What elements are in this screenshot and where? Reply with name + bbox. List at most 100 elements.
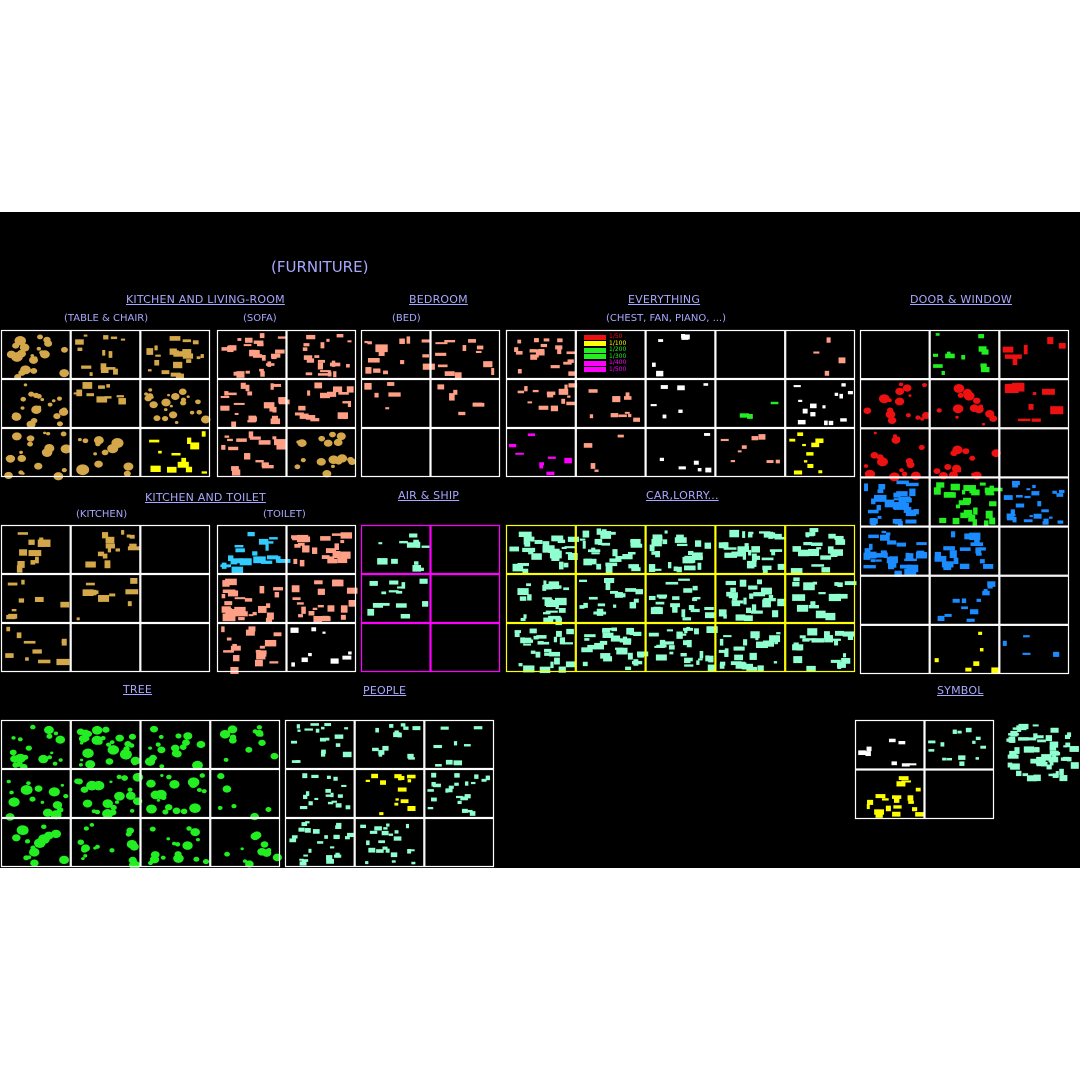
cell-frame xyxy=(140,427,211,478)
cad-symbol xyxy=(723,547,737,550)
cad-symbol xyxy=(23,383,28,387)
cad-symbol xyxy=(527,401,533,404)
cad-symbol xyxy=(109,740,115,745)
cad-symbol xyxy=(957,730,962,734)
cad-symbol xyxy=(663,641,675,645)
cad-symbol xyxy=(915,787,921,792)
cad-symbol xyxy=(724,552,738,558)
cad-symbol xyxy=(1016,725,1027,731)
cad-symbol xyxy=(102,726,110,733)
cad-symbol xyxy=(662,414,667,419)
cad-symbol xyxy=(916,542,927,546)
cad-symbol xyxy=(185,466,193,473)
scale-legend-row: 1/50 xyxy=(584,334,646,341)
cad-symbol xyxy=(884,552,888,558)
cad-symbol xyxy=(896,491,908,497)
cad-symbol xyxy=(588,549,601,553)
block-car-lorry[interactable] xyxy=(505,524,857,674)
cad-symbol xyxy=(333,438,343,447)
cad-symbol xyxy=(758,434,766,440)
cad-symbol xyxy=(52,801,63,810)
cell-frame xyxy=(999,477,1070,527)
cad-symbol xyxy=(390,852,398,858)
cell-frame xyxy=(140,719,211,770)
cell-frame xyxy=(859,428,930,478)
cad-symbol xyxy=(245,629,255,636)
cell-frame xyxy=(140,378,211,429)
cad-symbol xyxy=(650,404,657,407)
cad-symbol xyxy=(394,830,399,834)
block-tree[interactable] xyxy=(0,719,283,868)
cad-symbol xyxy=(250,812,260,821)
cad-symbol xyxy=(984,520,989,527)
cad-symbol xyxy=(792,644,804,651)
block-air-ship[interactable] xyxy=(360,524,501,673)
cad-symbol xyxy=(886,556,898,564)
cad-symbol xyxy=(298,614,303,618)
cad-symbol xyxy=(743,639,748,646)
block-bed[interactable] xyxy=(360,329,501,478)
cad-symbol xyxy=(828,420,834,426)
cad-symbol xyxy=(611,627,618,632)
cad-symbol xyxy=(308,652,312,657)
cad-symbol xyxy=(1023,344,1028,355)
cad-symbol xyxy=(261,462,269,468)
cell-frame xyxy=(785,427,856,478)
cad-symbol xyxy=(258,650,267,655)
block-symbol-table[interactable] xyxy=(1002,719,1080,785)
cad-symbol xyxy=(57,396,62,401)
cad-symbol xyxy=(310,418,320,422)
cad-symbol xyxy=(34,785,43,792)
cad-symbol xyxy=(330,792,334,798)
cad-symbol xyxy=(109,593,116,597)
cad-symbol xyxy=(296,602,304,605)
cad-symbol xyxy=(1059,775,1068,782)
cad-symbol xyxy=(579,538,586,541)
cad-symbol xyxy=(1049,741,1059,748)
cad-symbol xyxy=(36,346,42,351)
cad-symbol xyxy=(692,585,698,591)
cad-symbol xyxy=(261,354,266,361)
cad-symbol xyxy=(978,334,985,339)
cad-symbol xyxy=(401,582,406,589)
cad-symbol xyxy=(810,601,816,607)
cad-symbol xyxy=(435,352,447,356)
cell-frame xyxy=(354,768,425,819)
cad-symbol xyxy=(182,739,190,746)
block-symbol[interactable] xyxy=(854,719,995,820)
block-toilet[interactable] xyxy=(216,524,358,674)
cad-symbol xyxy=(346,364,350,368)
cad-symbol xyxy=(957,392,964,398)
cad-symbol xyxy=(561,398,566,404)
cad-symbol xyxy=(945,353,955,359)
cad-symbol xyxy=(869,518,878,524)
cad-symbol xyxy=(707,664,716,672)
block-kitchen[interactable] xyxy=(0,524,211,673)
block-everything[interactable] xyxy=(505,329,856,478)
cad-symbol xyxy=(240,382,246,389)
cad-symbol xyxy=(26,781,31,786)
block-door-window[interactable] xyxy=(859,329,1070,675)
cad-symbol xyxy=(557,539,566,544)
cad-symbol xyxy=(259,333,265,339)
cad-symbol xyxy=(979,648,984,652)
cad-symbol xyxy=(566,401,575,406)
cad-symbol xyxy=(793,656,803,664)
cad-symbol xyxy=(40,800,45,804)
cad-symbol xyxy=(394,802,399,806)
cad-symbol xyxy=(534,539,543,544)
block-table-chair[interactable] xyxy=(0,329,211,481)
cad-symbol xyxy=(602,632,614,638)
cad-symbol xyxy=(946,351,951,355)
cad-symbol xyxy=(1053,752,1061,756)
block-people[interactable] xyxy=(284,719,495,868)
block-sofa[interactable] xyxy=(216,329,357,478)
cad-drawing-canvas[interactable]: (FURNITURE) KITCHEN AND LIVING-ROOM BEDR… xyxy=(0,212,1080,868)
cad-symbol xyxy=(693,596,701,600)
cad-symbol xyxy=(1022,773,1029,777)
cad-symbol xyxy=(898,776,909,781)
cad-symbol xyxy=(672,605,678,613)
cad-symbol xyxy=(793,470,803,475)
cad-symbol xyxy=(915,812,925,817)
cad-symbol xyxy=(873,494,887,502)
